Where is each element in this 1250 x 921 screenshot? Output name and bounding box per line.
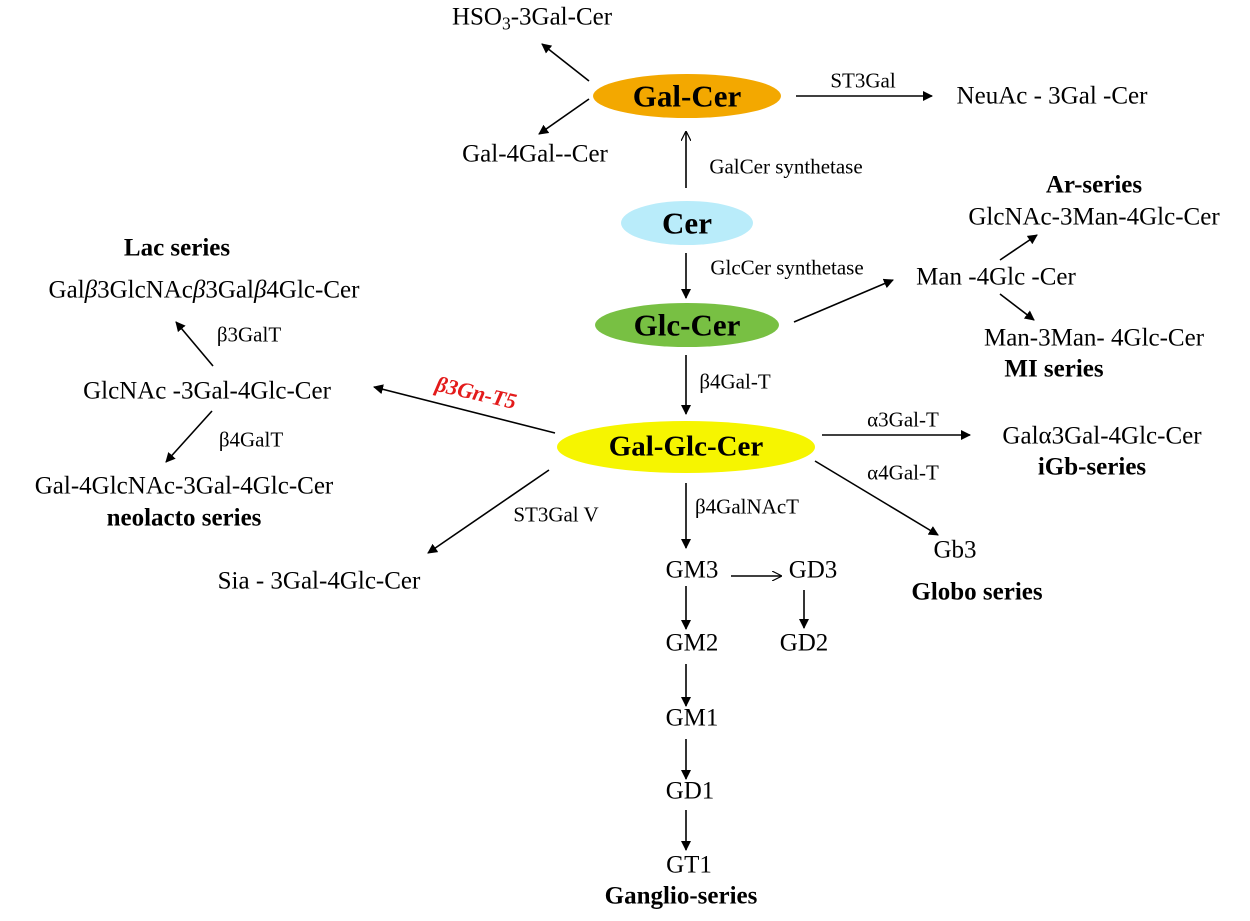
gal4gal-label: Gal-4Gal--Cer	[462, 140, 608, 168]
cer-node: Cer	[662, 205, 712, 241]
arrow-glcnac3gal-to-gal4glcnac	[165, 410, 213, 463]
gd2-label: GD2	[779, 629, 829, 657]
neuac-label: NeuAc - 3Gal -Cer	[956, 82, 1148, 110]
series-ar: Ar-series	[1045, 171, 1143, 199]
hso3-subscript: 3	[501, 13, 511, 34]
arrow-man4glc-to-man3man	[999, 293, 1035, 321]
series-globo: Globo series	[911, 578, 1043, 606]
gm3-label: GM3	[665, 556, 719, 584]
glccer-node-shape	[595, 303, 779, 347]
arrow-glcnac3gal-to-lac	[175, 321, 214, 367]
sia-label: Sia - 3Gal-4Glc-Cer	[217, 567, 421, 595]
man4glc-label: Man -4Glc -Cer	[916, 263, 1076, 291]
enzyme-b4galt-main: β4Gal-T	[699, 369, 771, 394]
gm2-label: GM2	[665, 629, 719, 657]
enzyme-st3galv: ST3Gal V	[513, 502, 599, 527]
enzyme-b4galnact: β4GalNAcT	[695, 494, 799, 519]
glccer-node: Glc-Cer	[633, 307, 741, 343]
enzyme-b3galt: β3GalT	[216, 322, 282, 347]
arrow-glccer-to-man4glc	[793, 278, 894, 323]
glcnac3gal-label: GlcNAc -3Gal-4Glc-Cer	[83, 377, 331, 405]
enzyme-b4galt: β4GalT	[218, 427, 284, 452]
gt1-label: GT1	[666, 851, 712, 879]
lac-beta-1: β	[84, 276, 98, 304]
gal4glcnac-label: Gal-4GlcNAc-3Gal-4Glc-Cer	[34, 472, 334, 500]
galglccer-node-shape	[557, 421, 815, 473]
gd3-label: GD3	[788, 556, 838, 584]
lac-beta-3: β	[253, 276, 267, 304]
lac-part-2: 3GlcNAc	[97, 276, 193, 304]
series-neolacto: neolacto series	[106, 504, 262, 532]
hso3-suffix: -3Gal-Cer	[510, 3, 613, 31]
arrow-galglccer-to-glcnac3gal	[373, 384, 556, 434]
series-ganglio: Ganglio-series	[604, 882, 758, 910]
gala3gal-label: Galα3Gal-4Glc-Cer	[1002, 422, 1202, 450]
lac-part-1: Gal	[48, 276, 85, 304]
series-igb: iGb-series	[1037, 453, 1147, 481]
enzyme-a4galt: α4Gal-T	[867, 460, 939, 485]
cer-node-shape	[621, 201, 753, 245]
gb3-label: Gb3	[933, 536, 977, 564]
hso3-gal-cer-label: HSO3-3Gal-Cer	[451, 3, 613, 34]
arrow-galcer-to-gal4gal	[538, 98, 590, 135]
gd1-label: GD1	[665, 777, 715, 805]
enzyme-a3galt: α3Gal-T	[867, 407, 939, 432]
arrow-galglccer-to-sia	[427, 469, 550, 554]
lac-beta-2: β	[192, 276, 206, 304]
lac-compound-label: Galβ3GlcNAcβ3Galβ4Glc-Cer	[49, 278, 360, 303]
man3man-label: Man-3Man- 4Glc-Cer	[983, 324, 1205, 352]
hso3-prefix: HSO	[451, 3, 502, 31]
enzyme-st3gal: ST3Gal	[830, 68, 896, 93]
series-lac: Lac series	[123, 234, 231, 262]
enzyme-galcer-synthetase: GalCer synthetase	[709, 154, 863, 179]
gm1-label: GM1	[665, 704, 719, 732]
enzyme-glccer-synthetase: GlcCer synthetase	[710, 255, 864, 280]
lac-part-3: 3Gal	[205, 276, 254, 304]
arrow-man4glc-to-glcnac-man	[999, 234, 1038, 261]
series-mi: MI series	[1004, 355, 1104, 383]
galcer-node: Gal-Cer	[632, 78, 742, 114]
glcnac-man-label: GlcNAc-3Man-4Glc-Cer	[968, 203, 1220, 231]
arrow-galcer-to-hso3	[541, 43, 590, 82]
lac-part-4: 4Glc-Cer	[266, 276, 360, 304]
galglccer-node: Gal-Glc-Cer	[608, 430, 764, 463]
arrow-galglccer-to-gb3	[814, 460, 939, 536]
galcer-node-shape	[593, 74, 781, 118]
